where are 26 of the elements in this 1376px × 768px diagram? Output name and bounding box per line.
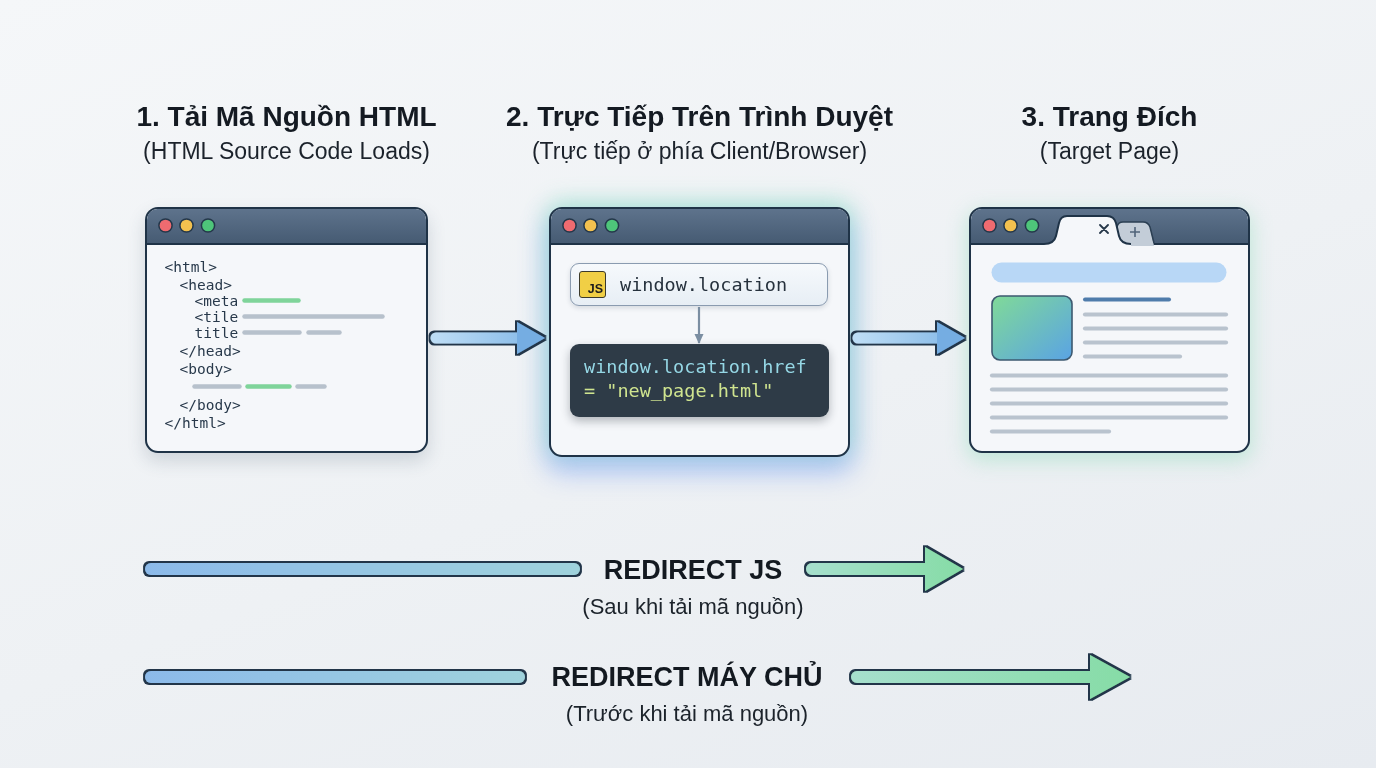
arrow xyxy=(694,307,704,344)
step-subtitle: (HTML Source Code Loads) xyxy=(143,136,430,165)
redirect-label: REDIRECT MÁY CHỦ xyxy=(551,661,823,693)
code-line: </html> xyxy=(164,413,226,432)
code-line: <tile xyxy=(194,307,239,326)
code-panel xyxy=(570,263,828,306)
redirect-note: (Sau khi tải mã nguồn) xyxy=(582,592,804,620)
code-editor-panel xyxy=(570,344,829,417)
code-line: window.location.href xyxy=(584,355,807,379)
code-text: window.location xyxy=(620,272,788,297)
language-tag: JS xyxy=(579,271,606,298)
code-line: <html> xyxy=(164,257,217,276)
redirect-note: (Trước khi tải mã nguồn) xyxy=(565,699,809,727)
code-line: <body> xyxy=(179,359,232,378)
step-heading: 2. Trực Tiếp Trên Trình Duyệt xyxy=(506,100,893,133)
step-heading: 1. Tải Mã Nguồn HTML xyxy=(136,100,437,133)
code-line: title xyxy=(194,323,239,342)
step-heading: 3. Trang Đích xyxy=(1021,100,1198,133)
code-line: </body> xyxy=(179,395,241,414)
code-line: <head> xyxy=(179,275,232,294)
step-subtitle: (Trực tiếp ở phía Client/Browser) xyxy=(531,136,868,165)
code-line: </head> xyxy=(179,341,241,360)
redirect-label: REDIRECT JS xyxy=(603,554,783,586)
code-line: <meta xyxy=(194,291,239,310)
code-line: = "new_page.html" xyxy=(584,379,774,403)
step-subtitle: (Target Page) xyxy=(1039,136,1180,165)
